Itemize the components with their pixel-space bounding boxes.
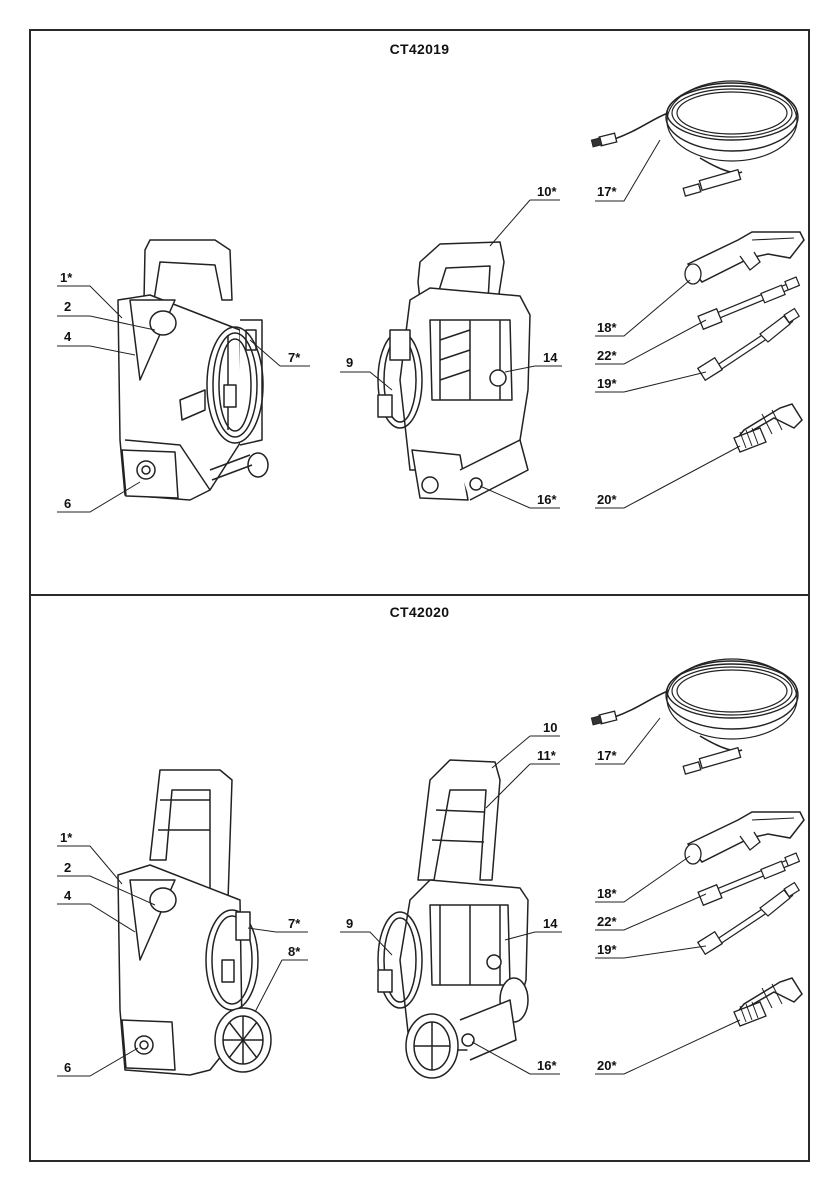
part-label: 14 — [543, 350, 558, 365]
part-label: 19* — [597, 942, 617, 957]
part-label: 22* — [597, 914, 617, 929]
part-label: 16* — [537, 1058, 557, 1073]
hose-connector-illustration — [734, 404, 802, 452]
part-label: 9 — [346, 355, 353, 370]
part-label: 22* — [597, 348, 617, 363]
part-label: 14 — [543, 916, 558, 931]
pressure-washer-trolley-front-illustration — [118, 770, 271, 1075]
part-label: 17* — [597, 748, 617, 763]
part-label: 2 — [64, 299, 71, 314]
hose-illustration — [591, 659, 798, 774]
part-label: 1* — [60, 270, 73, 285]
part-label: 20* — [597, 492, 617, 507]
part-label: 20* — [597, 1058, 617, 1073]
spray-gun-illustration — [685, 232, 804, 284]
part-label: 1* — [60, 830, 73, 845]
part-label: 18* — [597, 320, 617, 335]
part-label: 4 — [64, 329, 72, 344]
part-label: 2 — [64, 860, 71, 875]
part-label: 6 — [64, 496, 71, 511]
part-label: 9 — [346, 916, 353, 931]
pressure-washer-front-illustration — [118, 240, 268, 500]
spray-gun-illustration — [685, 812, 804, 864]
part-label: 17* — [597, 184, 617, 199]
part-label: 16* — [537, 492, 557, 507]
hose-connector-illustration — [734, 978, 802, 1026]
part-label: 7* — [288, 350, 301, 365]
pressure-washer-trolley-rear-illustration — [378, 760, 528, 1078]
part-label: 7* — [288, 916, 301, 931]
part-label: 18* — [597, 886, 617, 901]
part-label: 11* — [537, 748, 557, 763]
part-label: 4 — [64, 888, 72, 903]
pressure-washer-rear-illustration — [378, 242, 530, 500]
part-label: 6 — [64, 1060, 71, 1075]
part-label: 8* — [288, 944, 301, 959]
part-label: 19* — [597, 376, 617, 391]
part-label: 10 — [543, 720, 557, 735]
part-label: 10* — [537, 184, 557, 199]
hose-illustration — [591, 81, 798, 196]
